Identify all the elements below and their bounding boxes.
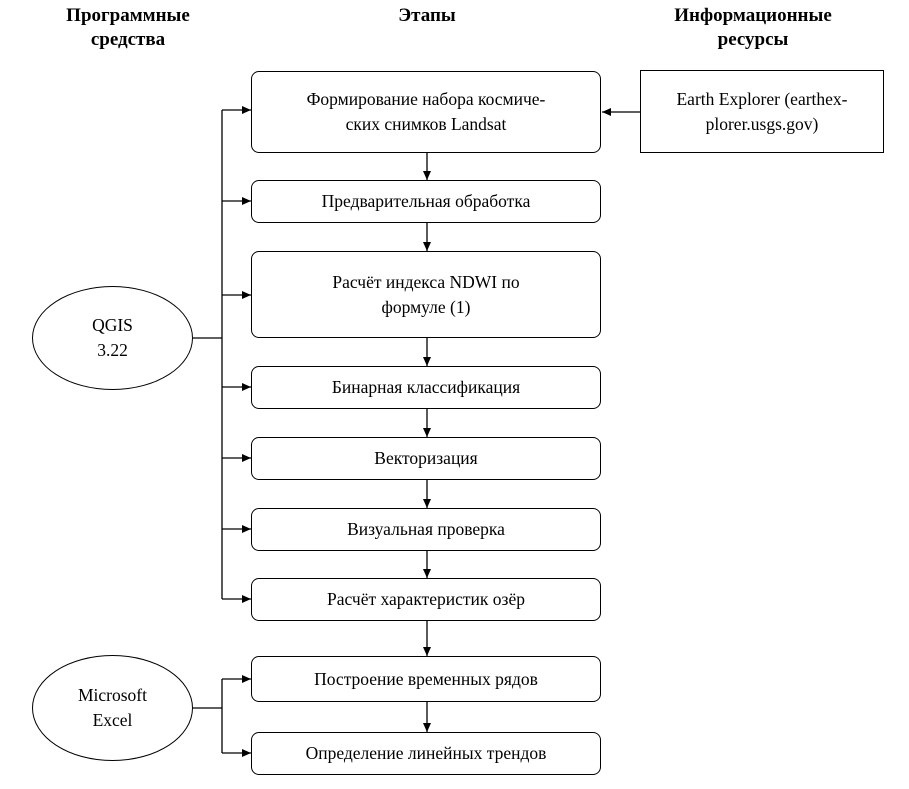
- header-stages-line-1: Этапы: [398, 5, 456, 26]
- tool-qgis: QGIS 3.22: [32, 286, 193, 390]
- stage-9-line-1: Определение линейных трендов: [305, 743, 547, 763]
- header-resources-line-2: ресурсы: [717, 29, 789, 50]
- header-resources-line-1: Информационные: [674, 5, 832, 26]
- stage-vectorization: Векторизация: [251, 437, 601, 480]
- header-tools-line-1: Программные: [66, 5, 190, 26]
- header-resources: Информационные ресурсы: [648, 4, 858, 52]
- stage-time-series: Построение временных рядов: [251, 656, 601, 702]
- stage-1-line-2: ских снимков Landsat: [345, 114, 507, 134]
- stage-7-line-1: Расчёт характеристик озёр: [327, 589, 525, 609]
- stage-lake-characteristics: Расчёт характеристик озёр: [251, 578, 601, 621]
- stage-ndwi-calculation: Расчёт индекса NDWI по формуле (1): [251, 251, 601, 338]
- tool-qgis-line-2: 3.22: [97, 340, 128, 360]
- stage-preprocessing: Предварительная обработка: [251, 180, 601, 223]
- stage-landsat-collection: Формирование набора космиче- ских снимко…: [251, 71, 601, 153]
- tool-excel-line-2: Excel: [92, 710, 133, 730]
- stage-4-line-1: Бинарная классификация: [331, 377, 521, 397]
- stage-3-line-2: формуле (1): [381, 296, 471, 317]
- stage-1-line-1: Формирование набора космиче-: [306, 89, 546, 109]
- stage-5-line-1: Векторизация: [374, 448, 478, 468]
- header-stages: Этапы: [327, 4, 527, 28]
- stage-3-line-1: Расчёт индекса NDWI по: [332, 271, 520, 292]
- stage-8-line-1: Построение временных рядов: [314, 668, 538, 689]
- stage-visual-check: Визуальная проверка: [251, 508, 601, 551]
- header-tools: Программные средства: [28, 4, 228, 52]
- stage-2-line-1: Предварительная обработка: [321, 191, 531, 211]
- resource-line-1: Earth Explorer (earthex-: [676, 88, 848, 109]
- tool-microsoft-excel: Microsoft Excel: [32, 655, 193, 761]
- tool-qgis-line-1: QGIS: [92, 315, 133, 335]
- resource-earth-explorer: Earth Explorer (earthex- plorer.usgs.gov…: [640, 70, 884, 153]
- stage-binary-classification: Бинарная классификация: [251, 366, 601, 409]
- header-tools-line-2: средства: [90, 29, 166, 50]
- tool-excel-line-1: Microsoft: [77, 685, 148, 705]
- stage-linear-trends: Определение линейных трендов: [251, 732, 601, 775]
- stage-6-line-1: Визуальная проверка: [347, 519, 505, 539]
- resource-line-2: plorer.usgs.gov): [705, 113, 819, 134]
